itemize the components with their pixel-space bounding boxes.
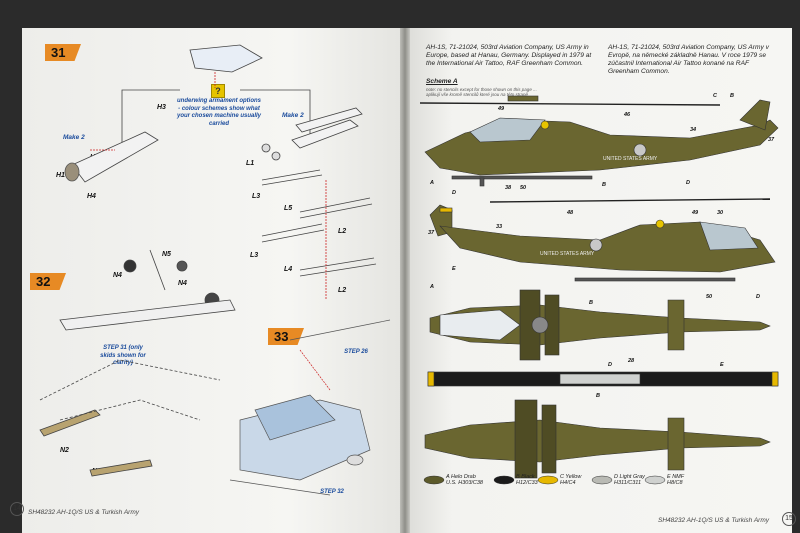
step31-reference-note: STEP 31 (only skids shown for clarity) — [100, 345, 146, 366]
part-H1: H1 — [56, 172, 65, 179]
callout-28: 28 — [628, 358, 635, 364]
armament-options-note: underwing armament options - colour sche… — [176, 98, 262, 127]
step31-drawing — [64, 44, 377, 300]
callout-B-p4: B — [596, 393, 600, 399]
callout-D: D — [686, 180, 690, 186]
callout-E: E — [452, 266, 456, 272]
callout-B-p3: B — [589, 300, 593, 306]
step33-drawing — [229, 319, 391, 496]
fuselage-text-2: UNITED STATES ARMY — [540, 251, 595, 257]
scheme-a-label: Scheme A — [426, 78, 458, 85]
callout-49-p2: 49 — [692, 210, 699, 216]
helicopter-profile-right-side — [429, 198, 776, 282]
footer-right: SH48232 AH-1Q/S US & Turkish Army — [658, 517, 770, 524]
helicopter-profile-top-view — [429, 289, 771, 361]
part-N2: N2 — [60, 447, 69, 454]
fuselage-text-1: UNITED STATES ARMY — [603, 156, 658, 162]
step-31-badge: 31 — [45, 44, 81, 61]
step-33-badge: 33 — [268, 328, 304, 345]
callout-49: 49 — [498, 106, 505, 112]
callout-34: 34 — [690, 127, 697, 133]
caption-czech: AH-1S, 71-21024, 503rd Aviation Company,… — [608, 44, 769, 75]
book-gutter — [400, 28, 410, 533]
callout-30: 30 — [717, 210, 724, 216]
rotor-blade-drawing — [427, 371, 779, 387]
part-L3-top: L3 — [252, 193, 261, 200]
callout-B: B — [730, 93, 734, 99]
part-L3-bottom: L3 — [250, 252, 259, 259]
part-L2-top: L2 — [338, 228, 347, 235]
make-2-label-right: Make 2 — [282, 112, 304, 119]
part-N4-right: N4 — [178, 280, 187, 287]
callout-50: 50 — [520, 185, 527, 191]
callout-33: 33 — [496, 224, 503, 230]
question-mark-icon: ? — [211, 84, 225, 98]
callout-37-p2: 37 — [428, 230, 435, 236]
callout-A-p3: A — [430, 284, 434, 290]
callout-B-lower: B — [602, 182, 606, 188]
scheme-note: note: no stencils except for those shown… — [426, 87, 537, 97]
callout-D-p3: D — [756, 294, 760, 300]
callout-C: C — [713, 93, 717, 99]
helicopter-profile-left-side — [419, 95, 779, 187]
part-L5: L5 — [284, 205, 293, 212]
page-number-right: 15 — [782, 512, 796, 526]
part-L2-bottom: L2 — [338, 287, 347, 294]
step32-reference: STEP 32 — [320, 489, 344, 495]
callout-38: 38 — [505, 185, 512, 191]
part-L4: L4 — [284, 266, 293, 273]
callout-46: 46 — [624, 112, 631, 118]
page-number-left: 14 — [10, 502, 24, 516]
callout-A: A — [430, 180, 434, 186]
part-N4-left: N4 — [113, 272, 122, 279]
callout-50-p2: 50 — [706, 294, 713, 300]
callout-E-rotor: E — [720, 362, 724, 368]
part-H3: H3 — [157, 104, 166, 111]
callout-37: 37 — [768, 137, 775, 143]
swatch-E — [644, 475, 666, 485]
make-2-label-left: Make 2 — [63, 134, 85, 141]
part-L1: L1 — [246, 160, 255, 167]
swatch-D — [591, 475, 613, 485]
swatch-C — [537, 475, 559, 485]
step26-reference: STEP 26 — [344, 349, 368, 355]
part-H4: H4 — [87, 193, 96, 200]
step32-drawing — [39, 249, 236, 477]
swatch-B — [493, 475, 515, 485]
part-N5: N5 — [162, 251, 171, 258]
color-swatch-legend — [423, 475, 666, 485]
callout-D-rotor: D — [608, 362, 612, 368]
swatch-A — [423, 475, 445, 485]
helicopter-profile-bottom-view — [424, 399, 771, 479]
callout-D-profile2: D — [452, 190, 456, 196]
callout-48: 48 — [567, 210, 574, 216]
caption-english: AH-1S, 71-21024, 503rd Aviation Company,… — [426, 44, 592, 67]
step-32-badge: 32 — [30, 273, 66, 290]
footer-left: SH48232 AH-1Q/S US & Turkish Army — [28, 509, 140, 516]
